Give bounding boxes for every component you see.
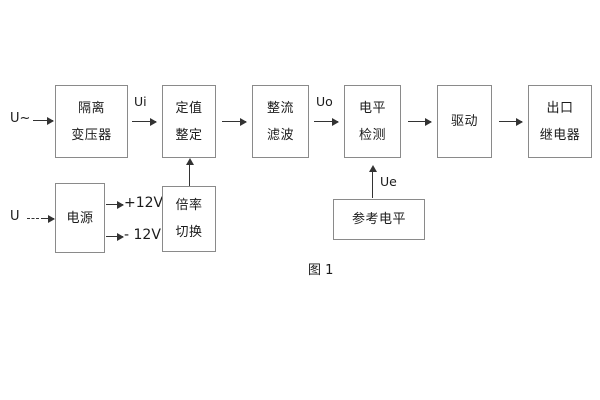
signal-ue-arrow xyxy=(368,165,377,198)
signal-uo-arrow xyxy=(314,117,339,126)
block-line: 倍率 xyxy=(175,198,203,213)
dc-input-label: U xyxy=(10,209,20,224)
block-isolation-transformer: 隔离 变压器 xyxy=(55,85,128,158)
rail-negative-arrow xyxy=(106,232,124,241)
block-drive: 驱动 xyxy=(437,85,492,158)
arrow-setting-to-rectify xyxy=(222,117,247,126)
signal-ue-label: Ue xyxy=(380,174,397,189)
arrow-drive-to-relay xyxy=(499,117,523,126)
block-line: 定值 xyxy=(175,100,203,116)
rail-negative-label: - 12V xyxy=(124,227,161,243)
block-reference-level: 参考电平 xyxy=(333,199,425,240)
block-line: 滤波 xyxy=(266,127,294,143)
block-power-supply: 电源 xyxy=(55,183,105,253)
block-line: 整定 xyxy=(175,127,203,143)
block-line: 参考电平 xyxy=(351,212,406,227)
arrow-level-to-drive xyxy=(408,117,432,126)
block-setting-value: 定值 整定 xyxy=(162,85,216,158)
dc-input-dash xyxy=(27,218,39,219)
rail-positive-arrow xyxy=(106,200,124,209)
block-multiplier-switch: 倍率 切换 xyxy=(162,186,216,252)
block-line: 出口 xyxy=(546,100,574,116)
block-line: 驱动 xyxy=(450,114,478,129)
block-line: 电源 xyxy=(66,210,94,226)
block-line: 检测 xyxy=(358,127,386,143)
ac-input-arrow xyxy=(33,116,54,125)
signal-ui-arrow xyxy=(132,117,157,126)
signal-uo-label: Uo xyxy=(316,94,333,109)
block-line: 隔离 xyxy=(77,100,105,116)
block-line: 继电器 xyxy=(539,127,581,143)
dc-input-arrow xyxy=(41,214,55,223)
block-line: 切换 xyxy=(175,225,203,240)
arrow-multiplier-to-setting xyxy=(185,158,194,186)
block-level-detection: 电平 检测 xyxy=(344,85,401,158)
signal-ui-label: Ui xyxy=(134,94,147,109)
block-line: 电平 xyxy=(358,100,386,116)
figure-caption: 图 1 xyxy=(308,263,334,278)
ac-input-label: U~ xyxy=(10,111,31,126)
block-line: 变压器 xyxy=(71,127,112,143)
rail-positive-label: +12V xyxy=(124,195,164,211)
block-output-relay: 出口 继电器 xyxy=(528,85,592,158)
block-line: 整流 xyxy=(266,100,294,116)
block-rectify-filter: 整流 滤波 xyxy=(252,85,309,158)
